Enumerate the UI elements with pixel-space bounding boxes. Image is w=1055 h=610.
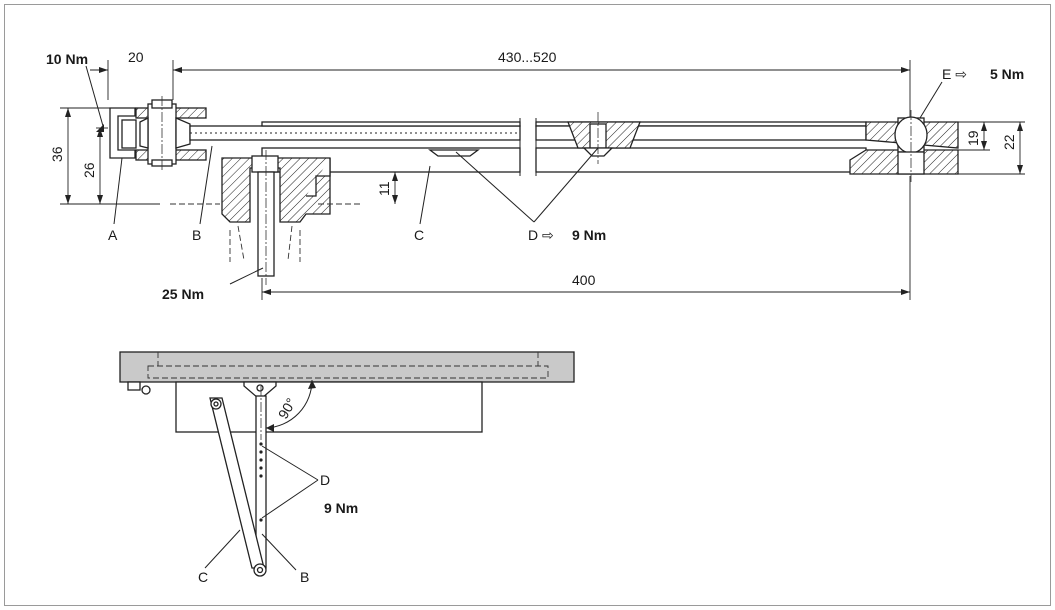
label-e: E ⇨: [942, 66, 967, 82]
plan-label-b: B: [300, 569, 309, 585]
clamp-a: [85, 65, 137, 159]
part-label-b: B: [192, 227, 201, 243]
part-label-c: C: [414, 227, 424, 243]
dim-label-26: 26: [81, 162, 97, 178]
dimension-span: [173, 60, 911, 118]
dim-label-20: 20: [128, 49, 144, 65]
dimension-400: [261, 176, 911, 300]
dimension-11: [330, 171, 400, 204]
plan-label-c: C: [198, 569, 208, 585]
arm-b: [189, 125, 521, 141]
dim-label-22: 22: [1001, 134, 1017, 150]
part-label-a: A: [108, 227, 118, 243]
dim-label-36: 36: [49, 146, 65, 162]
joint-e: [849, 81, 959, 182]
torque-label-e: 5 Nm: [990, 66, 1024, 82]
torque-label-d: 9 Nm: [572, 227, 606, 243]
plan-label-d: D: [320, 472, 330, 488]
section-view: 10 Nm 20 430...520 E ⇨ 5 Nm 36 26 11 19 …: [46, 49, 1025, 302]
dim-label-span: 430...520: [498, 49, 557, 65]
dim-label-400: 400: [572, 272, 596, 288]
dim-label-19: 19: [965, 130, 981, 146]
drawing-frame: [4, 4, 1051, 606]
dimension-20: [90, 60, 190, 100]
panel-top: [119, 351, 575, 383]
leader-lines: [113, 145, 599, 225]
dimension-36-26: [60, 107, 160, 205]
plan-torque-d: 9 Nm: [324, 500, 358, 516]
dimension-19-22: [958, 121, 1025, 175]
left-clamp-block: [135, 96, 207, 172]
dim-label-11: 11: [376, 181, 392, 196]
torque-label-bolt: 25 Nm: [162, 286, 204, 302]
plan-view: 90° D 9 Nm C B: [119, 351, 575, 585]
screw-d: [567, 112, 641, 164]
socket-block: [170, 150, 360, 285]
label-d: D ⇨: [528, 227, 554, 243]
torque-label-a: 10 Nm: [46, 51, 88, 67]
break-lines: [519, 118, 537, 176]
